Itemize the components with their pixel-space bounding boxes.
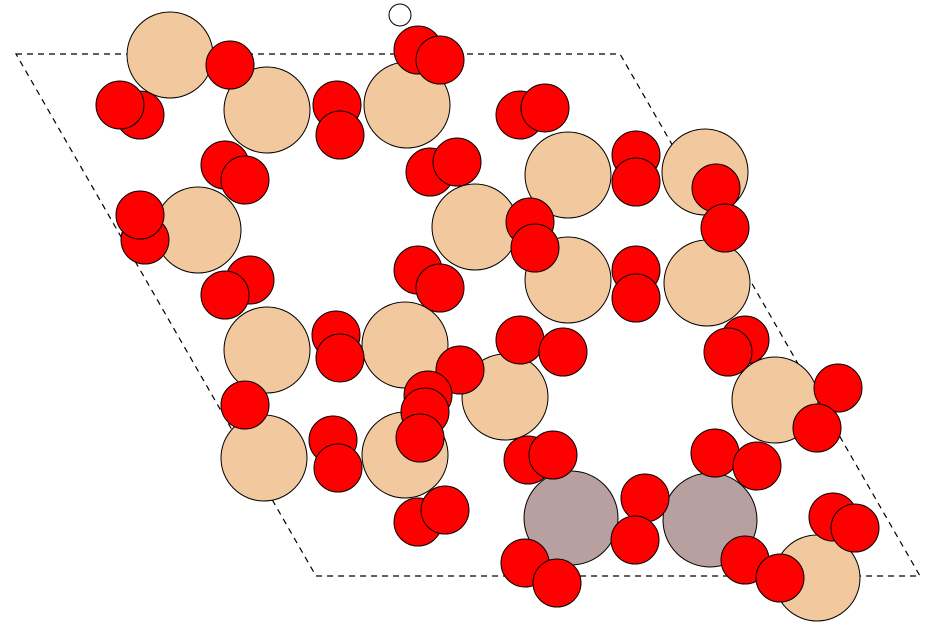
oxygen-atom xyxy=(510,223,560,273)
oxygen-atom xyxy=(495,315,545,365)
oxygen-atom xyxy=(610,515,660,565)
oxygen-atom xyxy=(95,80,145,130)
oxygen-atom xyxy=(200,270,250,320)
silicon-atom xyxy=(126,11,214,99)
oxygen-atom xyxy=(620,473,670,523)
oxygen-atom xyxy=(315,110,365,160)
oxygen-atom xyxy=(528,430,578,480)
oxygen-atom xyxy=(520,83,570,133)
atom-layer xyxy=(95,3,880,622)
oxygen-atom xyxy=(611,273,661,323)
oxygen-atom xyxy=(315,333,365,383)
oxygen-atom xyxy=(532,558,582,608)
silicon-atom xyxy=(663,239,751,327)
silicon-atom xyxy=(223,66,311,154)
oxygen-atom xyxy=(755,553,805,603)
oxygen-atom xyxy=(420,485,470,535)
silicon-atom xyxy=(524,131,612,219)
oxygen-atom xyxy=(690,428,740,478)
oxygen-atom xyxy=(415,263,465,313)
silicon-atom xyxy=(220,414,308,502)
oxygen-atom xyxy=(792,403,842,453)
oxygen-atom xyxy=(220,380,270,430)
hydrogen-atom xyxy=(388,3,412,27)
oxygen-atom xyxy=(732,441,782,491)
oxygen-atom xyxy=(115,190,165,240)
oxygen-atom xyxy=(830,503,880,553)
oxygen-atom xyxy=(415,35,465,85)
oxygen-atom xyxy=(313,443,363,493)
silicon-atom xyxy=(154,186,242,274)
oxygen-atom xyxy=(703,327,753,377)
oxygen-atom xyxy=(395,413,445,463)
oxygen-atom xyxy=(538,327,588,377)
oxygen-atom xyxy=(611,157,661,207)
silicon-atom xyxy=(223,306,311,394)
oxygen-atom xyxy=(700,203,750,253)
silicon-atom xyxy=(431,183,519,271)
oxygen-atom xyxy=(432,137,482,187)
oxygen-atom xyxy=(205,40,255,90)
oxygen-atom xyxy=(220,155,270,205)
oxygen-atom xyxy=(813,363,863,413)
